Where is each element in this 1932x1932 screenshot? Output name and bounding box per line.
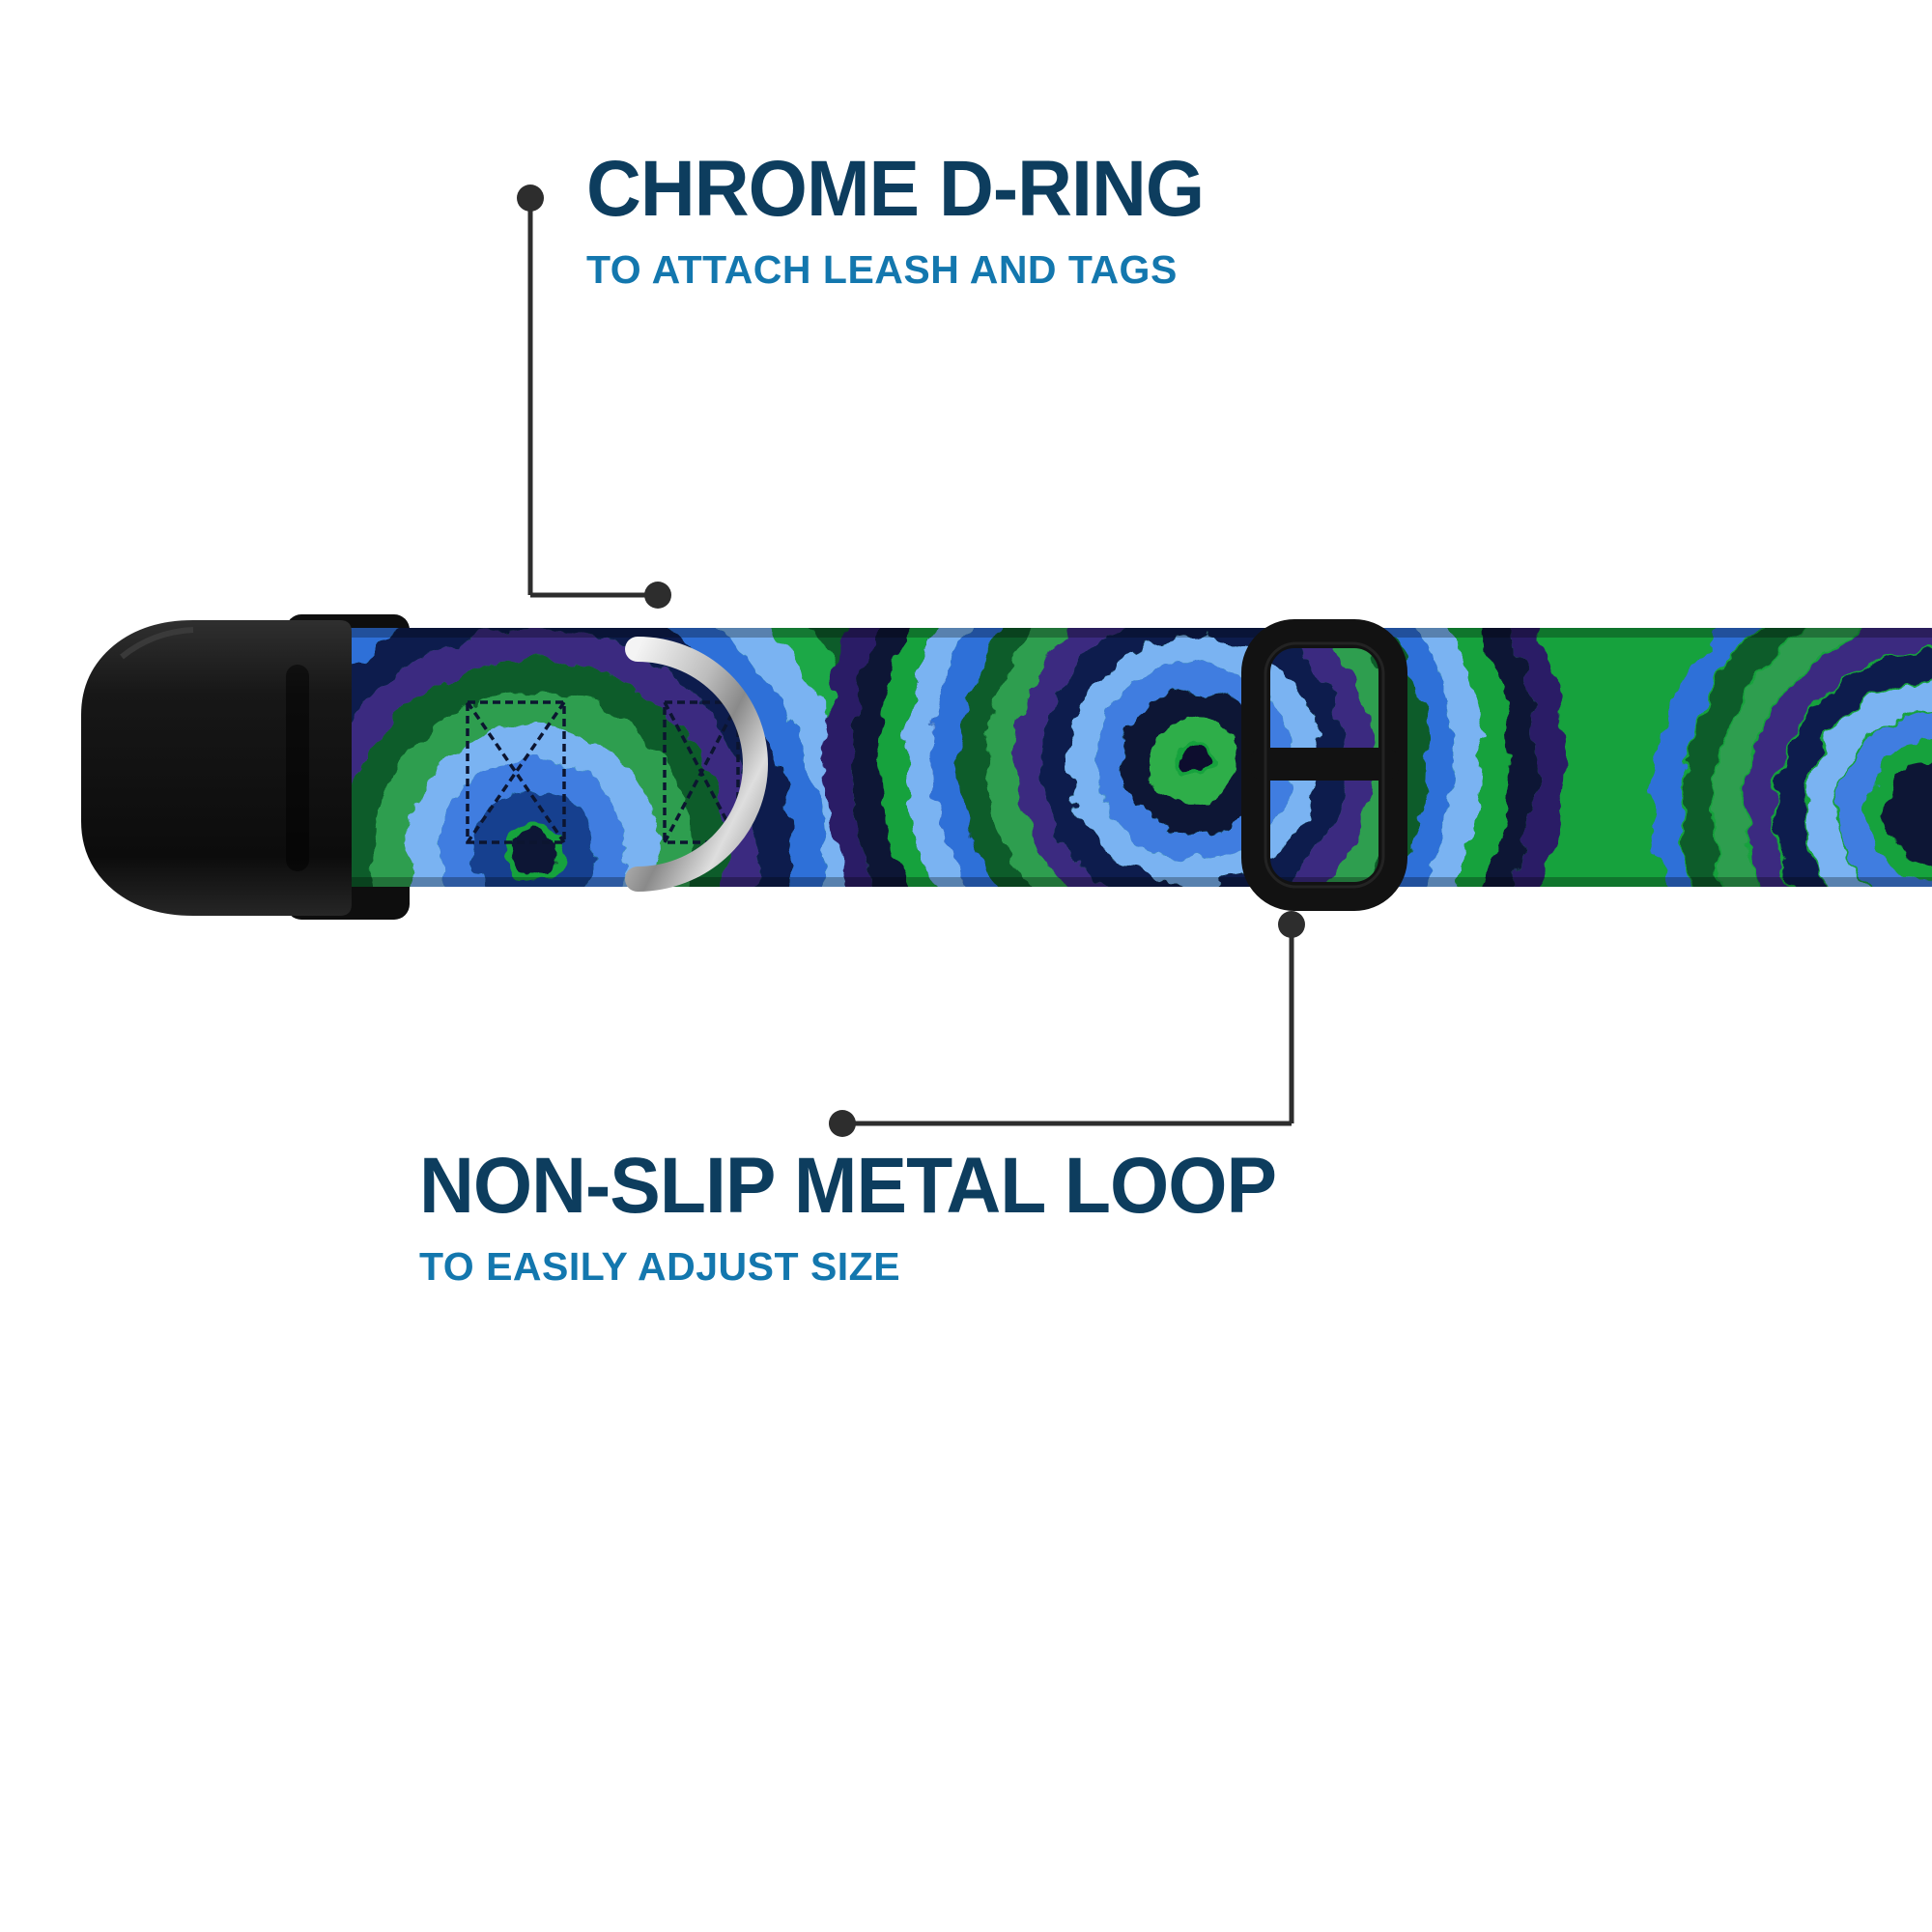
callout-line-metal-loop <box>829 911 1305 1137</box>
callout-d-ring-title: CHROME D-RING <box>586 145 1205 233</box>
callout-metal-loop-title: NON-SLIP METAL LOOP <box>419 1142 1277 1230</box>
callout-line-d-ring <box>517 185 671 609</box>
callout-metal-loop-subtitle: TO EASILY ADJUST SIZE <box>419 1243 901 1289</box>
callout-dot-d-ring-text <box>517 185 544 212</box>
callout-d-ring-subtitle: TO ATTACH LEASH AND TAGS <box>586 246 1178 292</box>
callout-dot-metal-loop-text <box>829 1110 856 1137</box>
strap-bottom-edge <box>290 877 1932 887</box>
callout-dot-d-ring-part <box>644 582 671 609</box>
buckle <box>81 620 352 916</box>
slider-loop <box>1241 619 1407 911</box>
strap-top-edge <box>290 628 1932 638</box>
d-ring-icon <box>625 623 768 903</box>
callout-metal-loop: NON-SLIP METAL LOOP TO EASILY ADJUST SIZ… <box>419 1146 1312 1290</box>
callout-dot-metal-loop-part <box>1278 911 1305 938</box>
stitch-box-left <box>466 700 566 844</box>
stitch-box-right <box>663 700 740 844</box>
callout-d-ring: CHROME D-RING TO ATTACH LEASH AND TAGS <box>586 149 1230 293</box>
